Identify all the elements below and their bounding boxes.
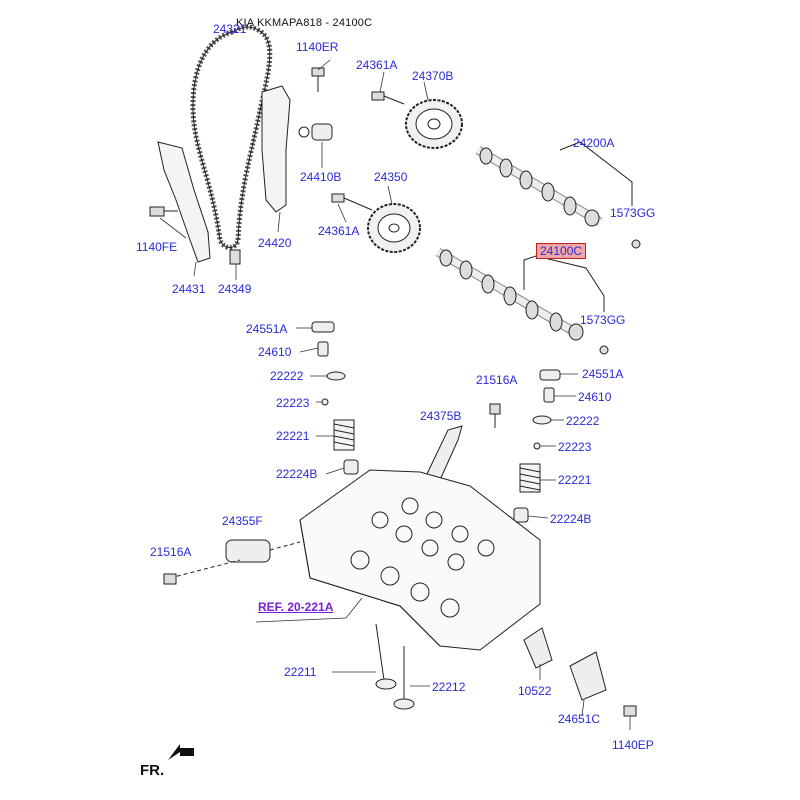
part-callout-1140er[interactable]: 1140ER <box>296 40 339 54</box>
part-callout-22224b[interactable]: 22224B <box>550 512 592 526</box>
part-callout-22211[interactable]: 22211 <box>284 665 317 679</box>
bolt-21516a-left <box>163 573 177 585</box>
part-callout-24610[interactable]: 24610 <box>578 390 612 404</box>
rocker-arm-right <box>539 369 561 381</box>
valve-spring-right <box>519 463 541 493</box>
cylinder-head <box>299 469 541 651</box>
part-callout-24610[interactable]: 24610 <box>258 345 292 359</box>
rocker-arm-left <box>311 321 335 333</box>
diagram-title: KIA KKMAPA818 - 24100C <box>236 17 373 29</box>
part-callout-22221[interactable]: 22221 <box>276 429 310 443</box>
lash-adjuster-left <box>317 341 329 357</box>
camshaft-24200a <box>475 146 603 227</box>
part-callout-10522[interactable]: 10522 <box>518 684 552 698</box>
part-callout-24321[interactable]: 24321 <box>213 22 247 36</box>
part-callout-22222[interactable]: 22222 <box>566 414 600 428</box>
part-callout-24551a[interactable]: 24551A <box>246 322 288 336</box>
part-callout-1140ep[interactable]: 1140EP <box>612 738 654 752</box>
bolt-21516a-top <box>489 403 501 428</box>
bolt-24361a-mid <box>331 193 373 211</box>
camshaft-24100c <box>435 248 584 341</box>
part-callout-22212[interactable]: 22212 <box>432 680 466 694</box>
part-callout-24431[interactable]: 24431 <box>172 282 206 296</box>
leader-lines <box>159 59 631 730</box>
sprocket-24370b <box>405 99 463 149</box>
leader-24200a <box>559 141 633 206</box>
part-callout-1140fe[interactable]: 1140FE <box>136 240 178 254</box>
part-callout-21516a[interactable]: 21516A <box>476 373 518 387</box>
part-callout-24361a[interactable]: 24361A <box>356 58 398 72</box>
reference-link[interactable]: REF. 20-221A <box>258 600 334 614</box>
timing-chain <box>190 24 273 250</box>
part-callout-24100c[interactable]: 24100C <box>536 243 587 259</box>
valve-spring-left <box>333 419 355 451</box>
part-callout-24355f[interactable]: 24355F <box>222 514 263 528</box>
bolt-1140ep <box>623 705 637 717</box>
part-callout-24551a[interactable]: 24551A <box>582 367 624 381</box>
front-indicator: FR. <box>140 762 165 779</box>
valve-seal-right <box>513 507 529 523</box>
pin-24349 <box>229 249 241 265</box>
bolt-1140fe <box>149 206 178 217</box>
chain-guide-left <box>157 141 211 263</box>
part-callout-1573gg[interactable]: 1573GG <box>580 313 626 327</box>
lash-adjuster-right <box>543 387 555 403</box>
leader-24100c <box>523 255 605 312</box>
intake-valve-22211 <box>375 623 397 690</box>
chain-guide-right <box>261 85 291 213</box>
bolt-24361a-top <box>371 91 405 105</box>
part-callout-24410b[interactable]: 24410B <box>300 170 342 184</box>
part-callout-24420[interactable]: 24420 <box>258 236 292 250</box>
spring-retainer-right <box>532 415 552 425</box>
spring-retainer-left <box>326 371 346 381</box>
part-callout-22223[interactable]: 22223 <box>276 396 310 410</box>
plug-1573gg-bottom <box>599 345 609 355</box>
part-callout-24651c[interactable]: 24651C <box>558 712 601 726</box>
part-callout-22221[interactable]: 22221 <box>558 473 592 487</box>
part-callout-24350[interactable]: 24350 <box>374 170 408 184</box>
plug-1573gg-top <box>631 239 641 249</box>
part-callout-1573gg[interactable]: 1573GG <box>610 206 656 220</box>
tensioner-24410b <box>298 123 333 141</box>
part-callout-24370b[interactable]: 24370B <box>412 69 454 83</box>
bolt-1140er <box>311 67 325 92</box>
part-callout-24375b[interactable]: 24375B <box>420 409 462 423</box>
bracket-24651c <box>569 651 607 701</box>
front-direction-arrow <box>168 744 194 760</box>
valve-cotter-right <box>533 442 541 450</box>
valve-seal-left <box>343 459 359 475</box>
part-callout-24361a[interactable]: 24361A <box>318 224 360 238</box>
oil-control-valve-24355f <box>169 539 301 579</box>
part-callout-24200a[interactable]: 24200A <box>573 136 615 150</box>
part-callout-21516a[interactable]: 21516A <box>150 545 192 559</box>
sprocket-24350 <box>367 203 421 253</box>
valve-cotter-left <box>321 398 329 406</box>
part-callout-22224b[interactable]: 22224B <box>276 467 318 481</box>
part-callout-22223[interactable]: 22223 <box>558 440 592 454</box>
part-callout-22222[interactable]: 22222 <box>270 369 304 383</box>
bracket-10522 <box>523 627 553 669</box>
part-callout-24349[interactable]: 24349 <box>218 282 252 296</box>
exhaust-valve-22212 <box>393 646 415 710</box>
